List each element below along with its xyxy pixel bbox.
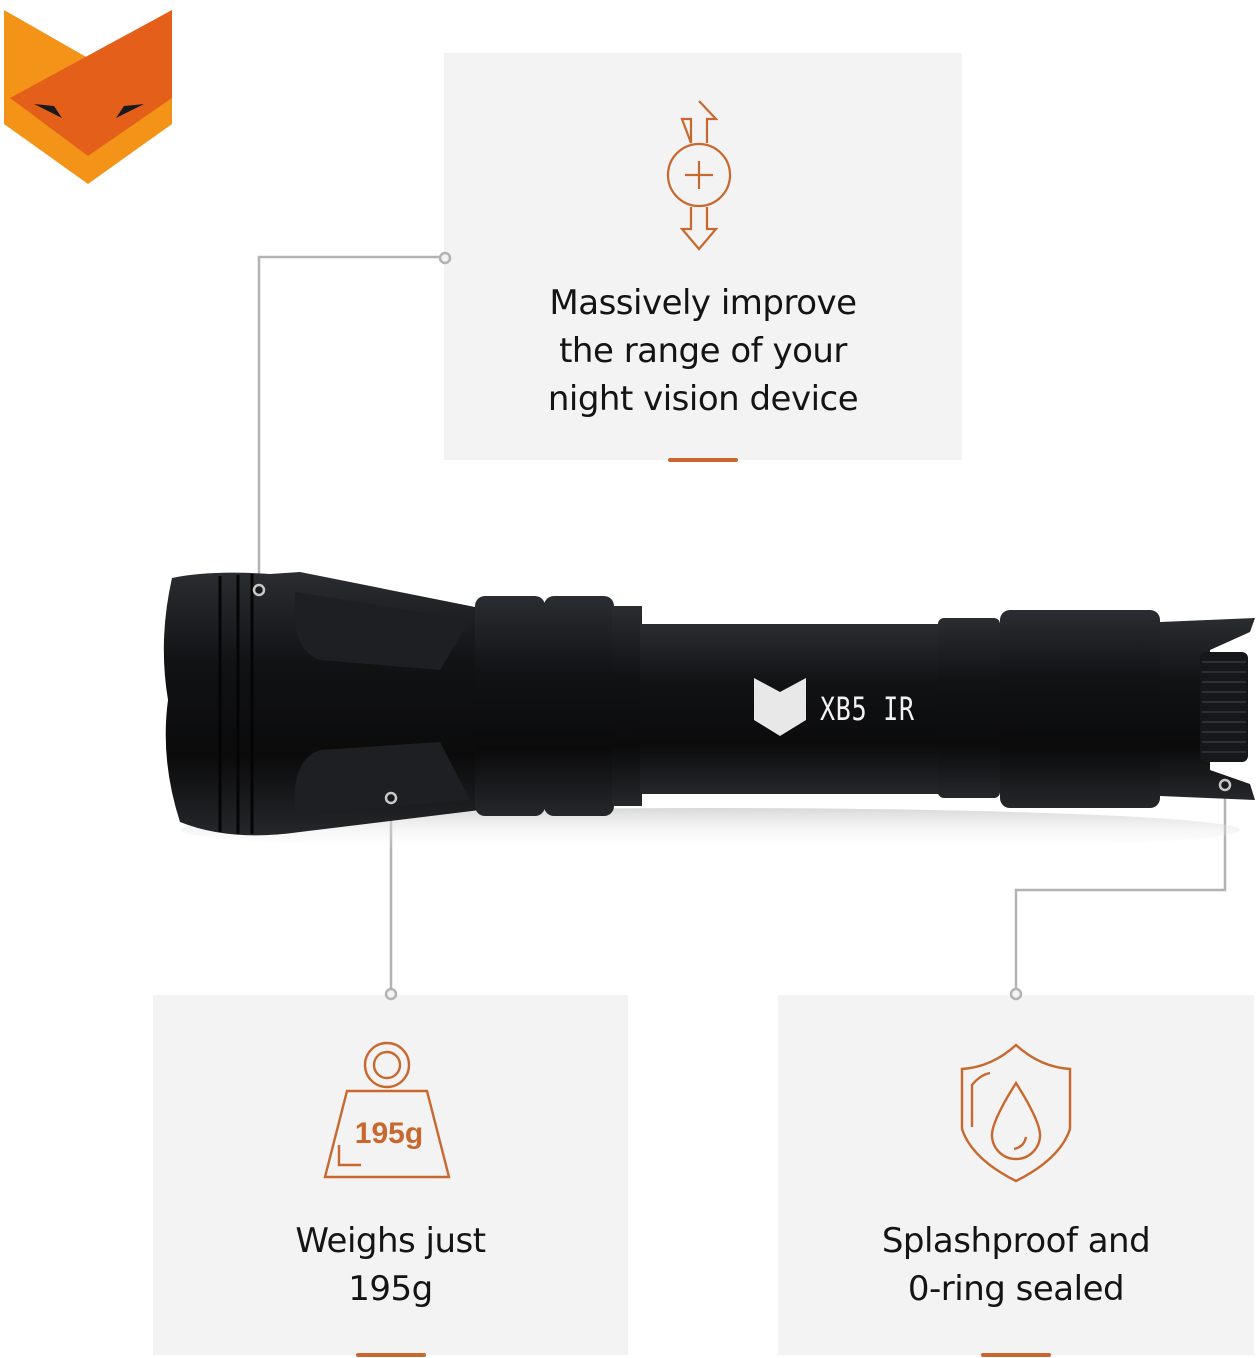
flashlight-image xyxy=(163,572,1255,852)
feature-panel-weight: 195g Weighs just 195g xyxy=(153,995,628,1357)
shield-water-drop-icon xyxy=(960,1043,1072,1183)
model-label: XB5 IR xyxy=(820,690,915,728)
fox-logo-icon xyxy=(4,10,172,184)
feature-panel-splashproof: Splashproof and 0-ring sealed xyxy=(778,995,1254,1357)
range-arrows-plus-icon xyxy=(666,100,732,251)
accent-bar xyxy=(981,1353,1051,1357)
feature-caption-weight: Weighs just 195g xyxy=(295,1221,486,1309)
feature-caption-splashproof: Splashproof and 0-ring sealed xyxy=(881,1221,1151,1309)
feature-caption-range: Massively improve the range of your nigh… xyxy=(547,283,859,419)
connector-dot xyxy=(438,251,452,265)
svg-text:195g: 195g xyxy=(355,1117,423,1150)
connector-dot xyxy=(384,987,398,1001)
connector-dot xyxy=(1009,987,1023,1001)
accent-bar xyxy=(355,1353,426,1357)
feature-panel-range: Massively improve the range of your nigh… xyxy=(444,53,962,462)
accent-bar xyxy=(668,458,738,462)
weight-195g-icon: 195g xyxy=(323,1041,451,1179)
